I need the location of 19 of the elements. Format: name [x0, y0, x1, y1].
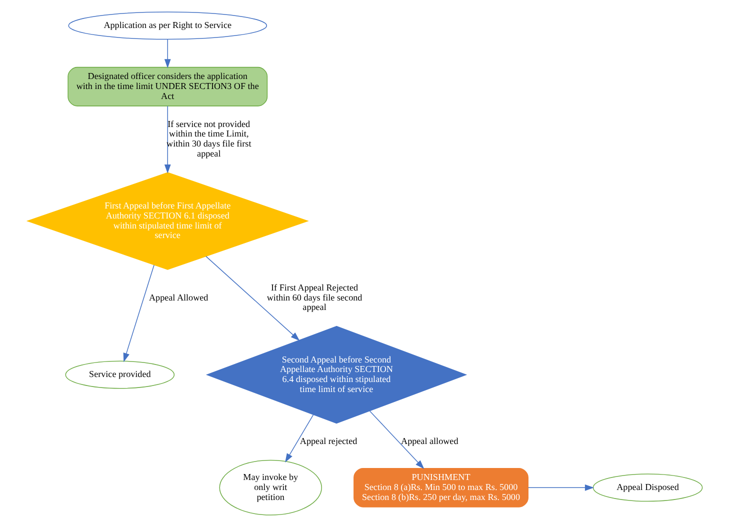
edge-label: Appeal allowed — [400, 436, 458, 446]
arrow — [205, 255, 300, 340]
node-box: Designated officer considers the application with in the time limit UNDER SECTION3 OF the Act — [67, 66, 268, 106]
node-ellipse: Application as per Right to Service — [68, 11, 267, 40]
arrow — [164, 38, 170, 68]
arrow — [527, 484, 594, 490]
node-diamond: First Appeal before First Appellate Authority SECTION 6.1 disposed within stipulated time limit of service — [26, 172, 308, 270]
arrow — [164, 105, 170, 174]
node-ellipse: Appeal Disposed — [592, 473, 702, 502]
edge-label: Appeal Allowed — [148, 292, 208, 302]
node-ellipse: May invoke by only writ petition — [218, 459, 322, 515]
node-box: PUNISHMENT Section 8 (a)Rs. Min 500 to max Rs. 5000 Section 8 (b)Rs. 250 per day, max Rs. 5000 — [353, 467, 528, 507]
arrow — [368, 410, 424, 468]
edge-label: If First Appeal Rejected within 60 days file second appeal — [266, 282, 362, 312]
edge-label: Appeal rejected — [299, 436, 357, 446]
node-diamond: Second Appeal before Second Appellate Authority SECTION 6.4 disposed within stipulated time limit of service — [205, 325, 467, 424]
node-ellipse: Service provided — [64, 360, 174, 388]
arrow — [122, 264, 154, 362]
arrow — [284, 414, 314, 462]
